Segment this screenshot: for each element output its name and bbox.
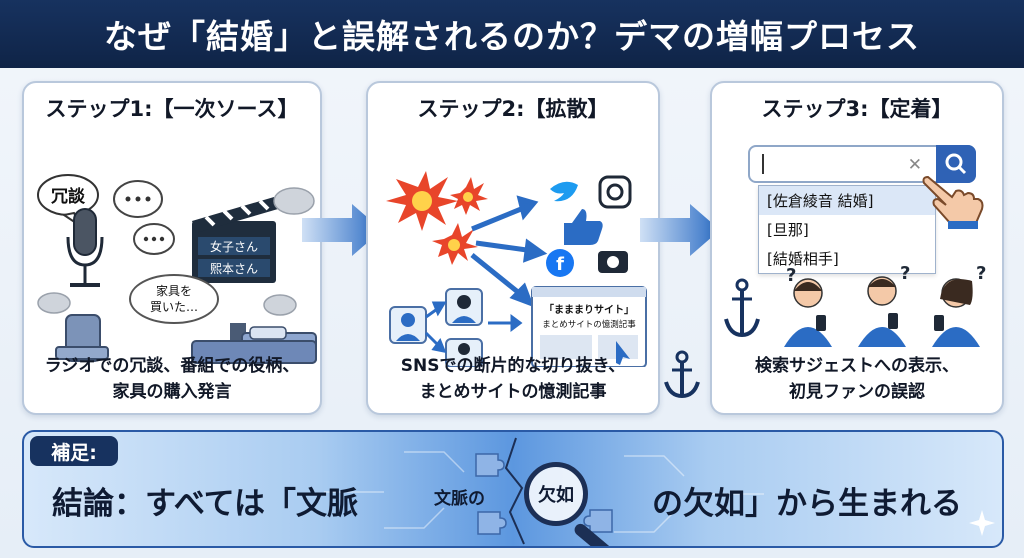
pointing-hand-icon xyxy=(922,175,984,229)
camera-icon xyxy=(598,175,632,209)
sparkle-icon xyxy=(969,510,995,536)
thought-line1: 家具を xyxy=(156,283,192,298)
bed-icon xyxy=(191,323,317,364)
cloud-icon xyxy=(37,187,315,316)
share-arrows-icon xyxy=(424,301,523,354)
lens-word: 欠如 xyxy=(538,485,574,506)
step3-panel: ステップ3:【定着】 ✕ [佐倉綾音 結婚] [旦那] [結婚相手] xyxy=(710,81,1004,415)
step2-caption-line1: SNSでの断片的な切り抜き、 xyxy=(400,356,626,376)
conclusion-left-text: 結論：すべては「文脈 xyxy=(52,486,358,522)
site-name: 「まままりサイト」 xyxy=(544,303,634,316)
conclusion-banner: 補足: 結論：すべては「文脈 文脈の 欠如 の欠如」から生まれる xyxy=(22,430,1004,548)
text-caret xyxy=(762,154,764,174)
crack-line xyxy=(504,437,525,545)
site-headline: まとめサイトの憶測記事 xyxy=(542,319,636,330)
thumbs-up-icon xyxy=(564,209,603,245)
supplement-label: 補足: xyxy=(30,436,118,466)
chat-bubble-icon xyxy=(113,180,175,255)
step2-caption-line2: まとめサイトの憶測記事 xyxy=(419,382,607,402)
search-icon xyxy=(945,153,967,175)
page-title: なぜ「結婚」と誤解されるのか？デマの増幅プロセス xyxy=(104,17,920,56)
step1-title: ステップ1:【一次ソース】 xyxy=(45,97,299,121)
clapper-line2: 𤋮本さん xyxy=(210,262,258,276)
explosion-icon xyxy=(386,171,488,265)
step2-panel: ステップ2:【拡散】 f xyxy=(366,81,660,415)
step3-caption-line2: 初見ファンの誤認 xyxy=(789,382,925,402)
facebook-icon: f xyxy=(546,249,574,277)
step1-bubble-text: 冗談 xyxy=(51,186,86,207)
search-input[interactable]: ✕ xyxy=(748,145,976,183)
close-icon[interactable]: ✕ xyxy=(907,155,922,175)
magnifier-icon: 欠如 xyxy=(524,462,588,526)
header-banner: なぜ「結婚」と誤解されるのか？デマの増幅プロセス xyxy=(0,0,1024,68)
step2-illustration: f 「まままりサイト」 まとめサイトの憶測記事 xyxy=(386,171,647,367)
flow-arrow-icon xyxy=(640,204,720,256)
puzzle-piece-icon xyxy=(475,453,613,535)
svg-text:?: ? xyxy=(786,265,796,286)
suggestion-item[interactable]: [旦那] xyxy=(767,221,809,239)
thought-bubble-icon: 家具を 買いた… xyxy=(129,274,219,324)
flow-arrow-icon xyxy=(302,204,382,256)
suggestion-item[interactable]: [佐倉綾音 結婚] xyxy=(759,186,935,215)
clapper-line1: 女子さん xyxy=(210,239,258,254)
photo-camera-icon xyxy=(598,251,628,273)
thought-line2: 買いた… xyxy=(150,300,198,314)
search-suggestion-list: [佐倉綾音 結婚] [旦那] [結婚相手] xyxy=(758,185,936,274)
suggestion-item[interactable]: [結婚相手] xyxy=(767,250,839,268)
speech-bubble-icon: 冗談 xyxy=(37,174,99,228)
anchor-icon xyxy=(724,278,760,338)
step1-caption-line2: 家具の購入発言 xyxy=(112,382,232,402)
step3-title: ステップ3:【定着】 xyxy=(761,97,953,121)
microphone-icon xyxy=(66,208,104,287)
bird-icon xyxy=(550,181,578,202)
step2-title: ステップ2:【拡散】 xyxy=(417,97,609,121)
conclusion-right-text: の欠如」から生まれる xyxy=(652,486,962,522)
cursor-icon xyxy=(616,341,630,365)
svg-text:?: ? xyxy=(976,263,986,284)
anchor-icon xyxy=(664,350,700,399)
user-avatar-icon xyxy=(389,288,483,367)
svg-text:f: f xyxy=(556,254,564,275)
summary-site-window: 「まままりサイト」 まとめサイトの憶測記事 xyxy=(531,286,647,367)
search-button[interactable] xyxy=(936,145,976,183)
spread-arrows-icon xyxy=(470,195,548,308)
step3-caption-line1: 検索サジェストへの表示、 xyxy=(755,356,959,376)
chair-icon xyxy=(55,314,109,362)
step1-illustration: 冗談 女子さん 𤋮本さん xyxy=(37,174,317,364)
confused-fan-icon: ? xyxy=(858,263,910,347)
confused-fan-icon: ? xyxy=(784,265,832,347)
puzzle-word: 文脈の xyxy=(434,489,485,509)
step1-panel: ステップ1:【一次ソース】 冗談 女子さん xyxy=(22,81,322,415)
clapperboard-icon: 女子さん 𤋮本さん xyxy=(192,197,278,283)
step3-illustration: ? ? ? xyxy=(724,263,986,347)
circuit-pattern xyxy=(324,437,995,545)
confused-fan-icon: ? xyxy=(932,263,986,347)
step1-caption-line1: ラジオでの冗談、番組での役柄、 xyxy=(44,356,300,376)
svg-text:?: ? xyxy=(900,263,910,284)
